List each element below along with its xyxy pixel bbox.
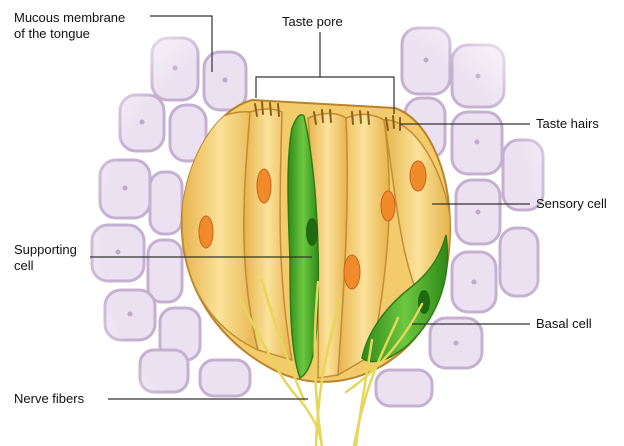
- label-taste-hairs: Taste hairs: [536, 116, 599, 132]
- label-supporting-cell: Supporting cell: [14, 242, 77, 274]
- label-supporting-cell-line2: cell: [14, 258, 77, 274]
- label-basal-cell: Basal cell: [536, 316, 592, 332]
- label-sensory-cell: Sensory cell: [536, 196, 607, 212]
- label-mucous-membrane: Mucous membrane of the tongue: [14, 10, 125, 42]
- label-mucous-membrane-line1: Mucous membrane: [14, 10, 125, 26]
- label-supporting-cell-line1: Supporting: [14, 242, 77, 258]
- label-nerve-fibers: Nerve fibers: [14, 391, 84, 407]
- label-mucous-membrane-line2: of the tongue: [14, 26, 125, 42]
- supporting-cell-nucleus: [306, 218, 318, 246]
- label-taste-pore: Taste pore: [282, 14, 343, 30]
